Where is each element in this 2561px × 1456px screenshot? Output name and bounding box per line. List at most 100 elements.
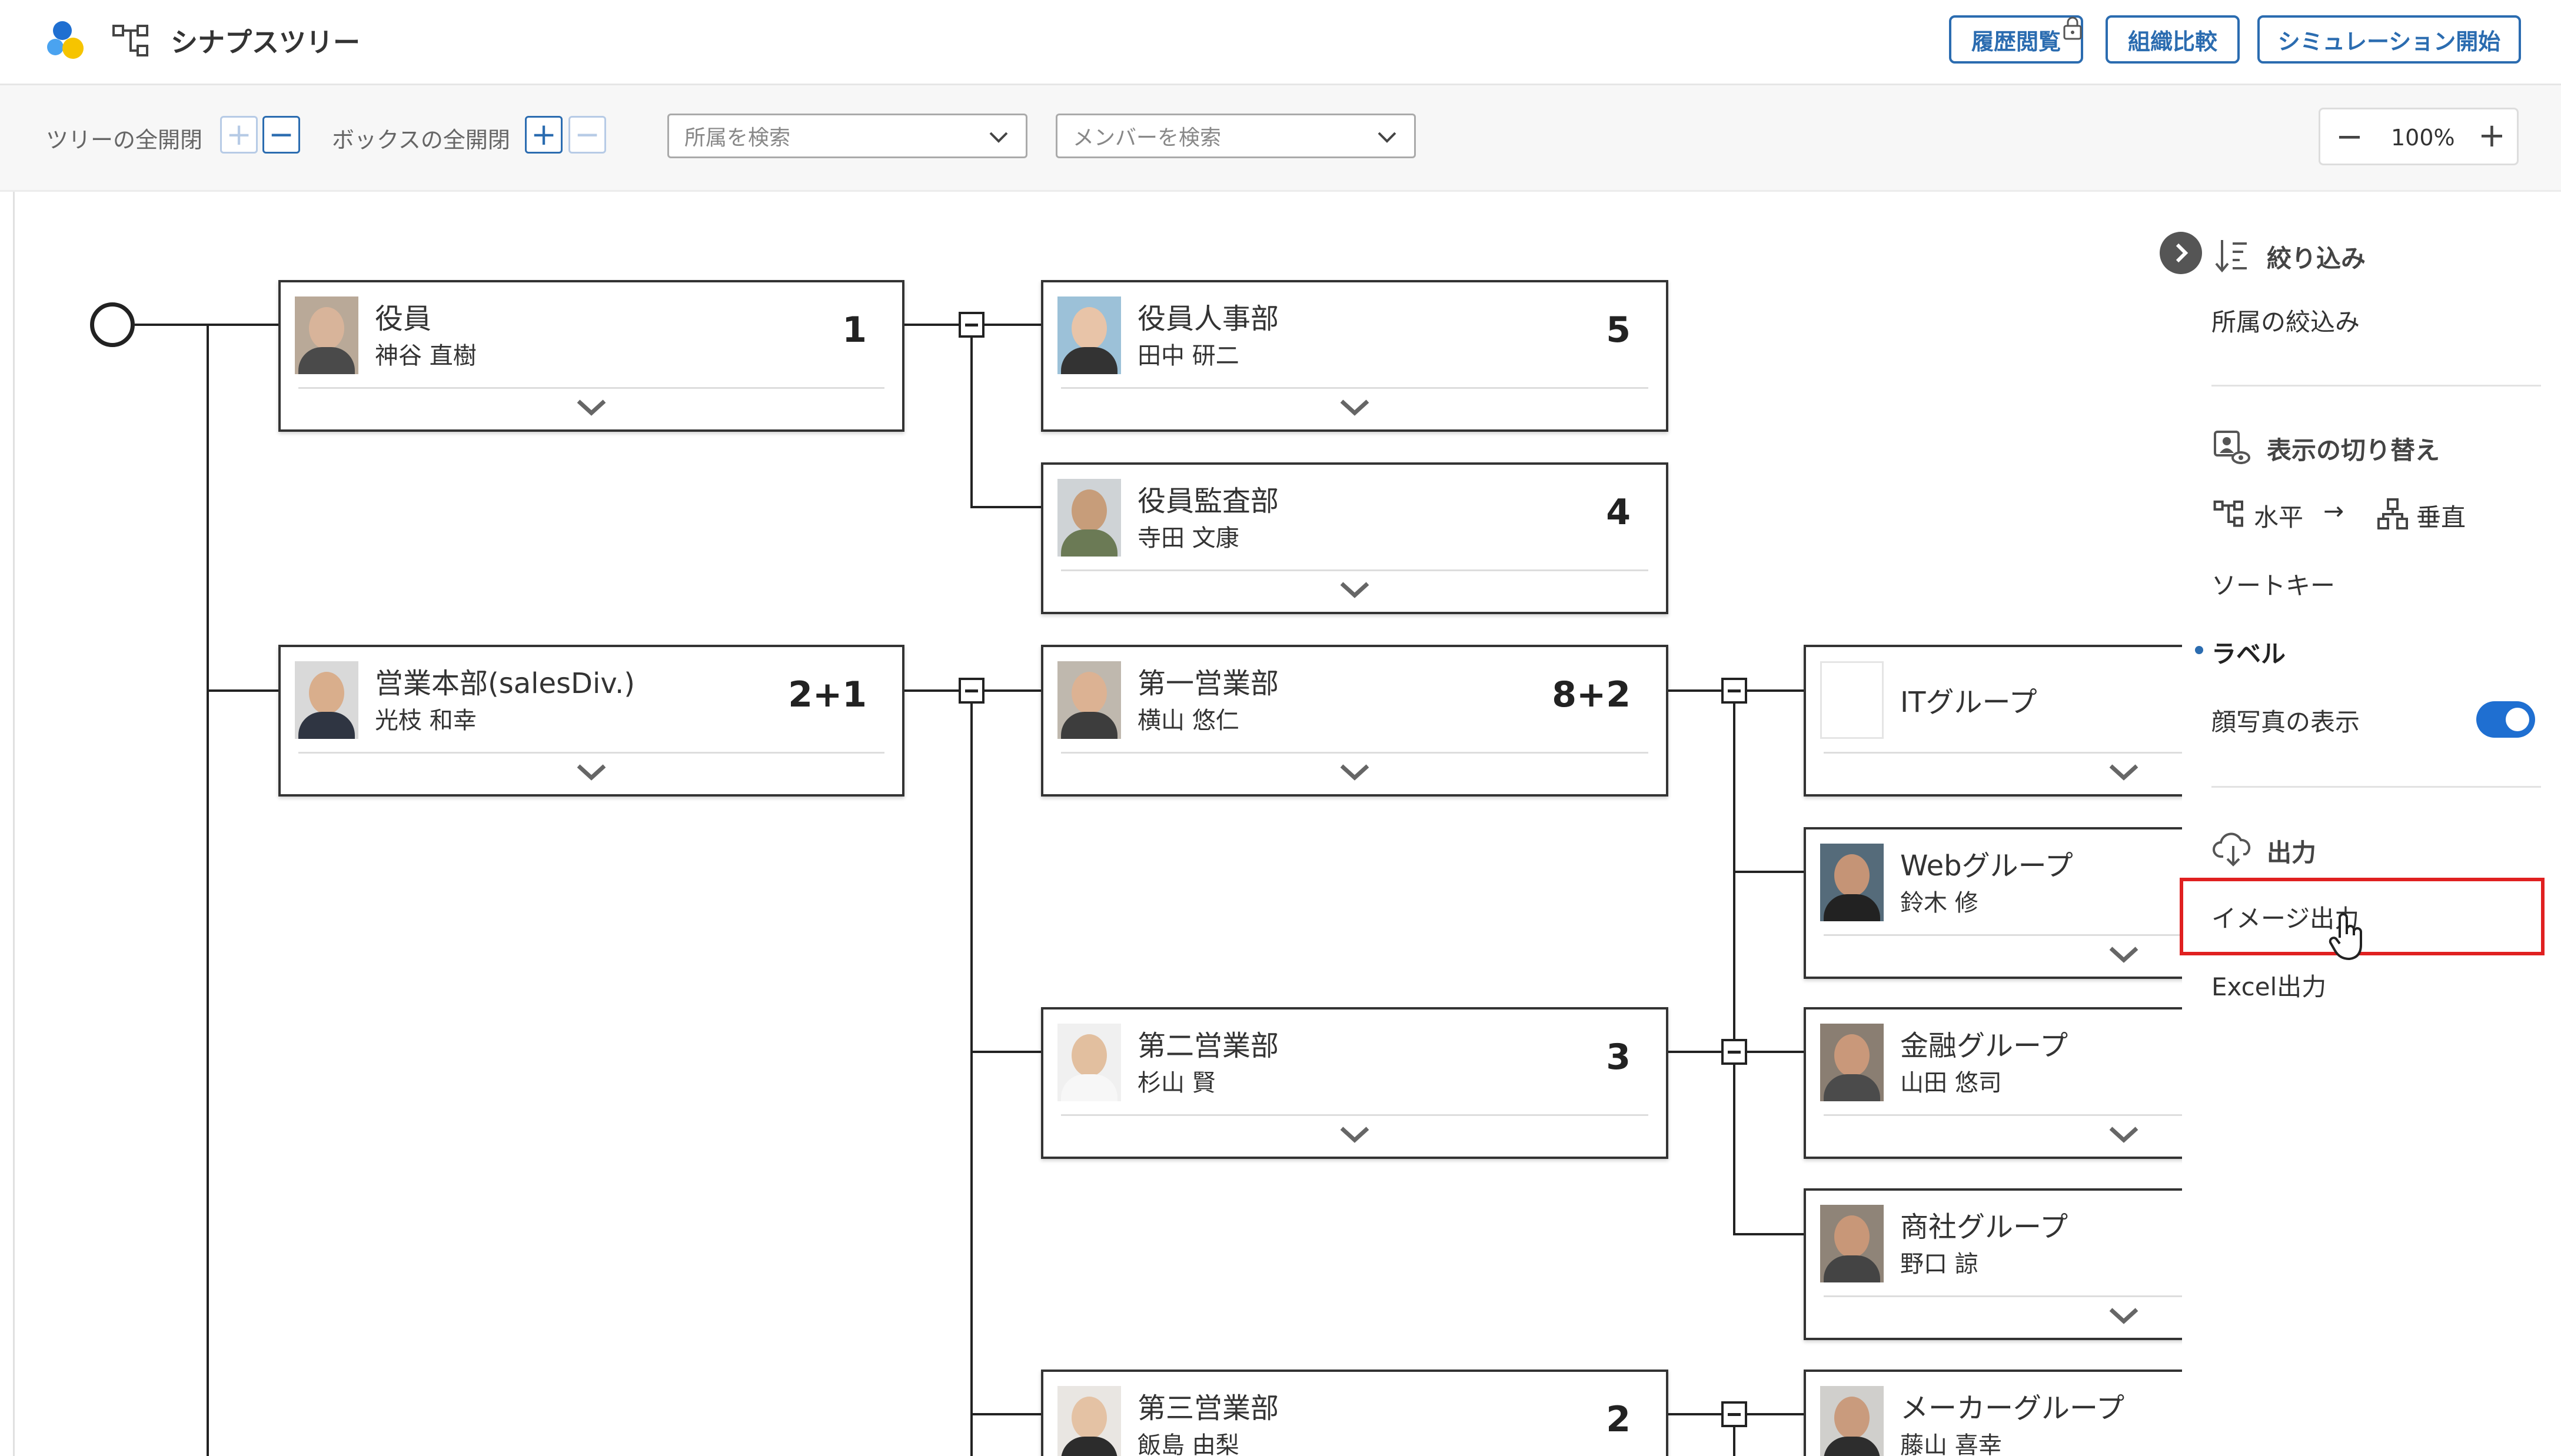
node-title: 第一営業部	[1138, 667, 1279, 700]
image-output-highlight	[2180, 878, 2545, 955]
image-output-item[interactable]: イメージ出力	[2211, 904, 2360, 933]
member-photo	[1820, 844, 1884, 921]
node-person: 神谷 直樹	[375, 342, 477, 369]
chevron-down-icon[interactable]	[1338, 762, 1371, 781]
divider	[1824, 1114, 2207, 1116]
member-photo	[1057, 1386, 1121, 1456]
org-node-dai2[interactable]: 第二営業部 杉山 賢 3	[1041, 1007, 1668, 1159]
node-title: 営業本部(salesDiv.)	[375, 667, 635, 700]
divider	[2211, 786, 2541, 788]
history-button[interactable]: 履歴閲覧	[1949, 15, 2083, 64]
tree-expand-label: ツリーの全開閉	[46, 127, 203, 153]
node-count: 3	[1606, 1037, 1631, 1078]
chevron-down-icon[interactable]	[2107, 945, 2140, 964]
label-item[interactable]: ラベル	[2211, 639, 2286, 668]
divider	[1061, 1114, 1648, 1116]
node-title: 商社グループ	[1900, 1211, 2068, 1244]
member-photo	[295, 296, 358, 374]
member-photo-empty	[1820, 661, 1884, 739]
connector	[207, 324, 209, 1456]
face-photo-toggle[interactable]	[2476, 701, 2535, 738]
root-node[interactable]	[90, 302, 135, 347]
member-photo	[1057, 479, 1121, 557]
collapse-toggle[interactable]	[1721, 1401, 1747, 1427]
collapse-toggle[interactable]	[1721, 678, 1747, 704]
chevron-down-icon[interactable]	[1338, 1125, 1371, 1144]
org-node-web[interactable]: Webグループ 鈴木 修	[1804, 827, 2227, 979]
collapse-toggle[interactable]	[1721, 1039, 1747, 1065]
member-photo	[1820, 1024, 1884, 1101]
org-node-it[interactable]: ITグループ	[1804, 645, 2227, 797]
node-person: 横山 悠仁	[1138, 707, 1239, 734]
simulation-start-button[interactable]: シミュレーション開始	[2257, 15, 2521, 64]
box-expand-all-button[interactable]: +	[525, 116, 563, 154]
chevron-down-icon[interactable]	[2107, 1125, 2140, 1144]
chevron-down-icon[interactable]	[1338, 580, 1371, 599]
divider	[298, 387, 884, 389]
chevron-down-icon[interactable]	[2107, 1306, 2140, 1325]
panel-collapse-button[interactable]	[2160, 232, 2202, 274]
box-collapse-all-button[interactable]: −	[568, 116, 606, 154]
org-node-maker[interactable]: メーカーグループ 藤山 喜幸	[1804, 1370, 2227, 1456]
zoom-in-button[interactable]: +	[2478, 116, 2506, 155]
chevron-down-icon[interactable]	[1338, 398, 1371, 417]
tree-collapse-all-button[interactable]: −	[262, 116, 300, 154]
vertical-option[interactable]: 垂直	[2416, 503, 2466, 532]
app-header: シナプスツリー 履歴閲覧 組織比較 シミュレーション開始	[0, 0, 2561, 85]
node-title: メーカーグループ	[1900, 1392, 2125, 1425]
org-node-kansa[interactable]: 役員監査部 寺田 文康 4	[1041, 462, 1668, 614]
node-person: 野口 諒	[1900, 1251, 1978, 1278]
output-heading: 出力	[2267, 838, 2317, 867]
node-count: 2+1	[788, 674, 867, 715]
org-node-kinyu[interactable]: 金融グループ 山田 悠司	[1804, 1007, 2227, 1159]
tree-vertical-icon	[2377, 498, 2408, 529]
node-title: 第三営業部	[1138, 1392, 1279, 1425]
excel-output-item[interactable]: Excel出力	[2211, 972, 2327, 1001]
node-count: 4	[1606, 492, 1631, 533]
display-switch-icon	[2214, 431, 2250, 464]
dept-filter-item[interactable]: 所属の絞込み	[2211, 308, 2360, 336]
connector	[1733, 689, 1735, 1064]
org-node-yakuin[interactable]: 役員 神谷 直樹 1	[278, 280, 904, 432]
org-node-jinji[interactable]: 役員人事部 田中 研二 5	[1041, 280, 1668, 432]
horizontal-option[interactable]: 水平	[2254, 503, 2304, 532]
active-indicator-dot	[2195, 646, 2203, 654]
tree-expand-all-button[interactable]: +	[220, 116, 258, 154]
node-title: 第二営業部	[1138, 1029, 1279, 1062]
compare-button[interactable]: 組織比較	[2106, 15, 2240, 64]
dept-search-select[interactable]: 所属を検索	[667, 114, 1027, 158]
node-title: ITグループ	[1900, 686, 2037, 719]
sort-key-item[interactable]: ソートキー	[2211, 571, 2336, 600]
chevron-down-icon[interactable]	[575, 762, 608, 781]
tree-horizontal-icon	[112, 25, 148, 56]
node-title: 金融グループ	[1900, 1029, 2068, 1062]
org-node-dai1[interactable]: 第一営業部 横山 悠仁 8+2	[1041, 645, 1668, 797]
divider	[1824, 752, 2207, 754]
cloud-download-icon	[2213, 832, 2251, 867]
chevron-down-icon[interactable]	[575, 398, 608, 417]
side-panel: 絞り込み 所属の絞込み 表示の切り替え 水平 → 垂直 ソートキー ラベル 顔写…	[2160, 192, 2561, 1456]
dept-search-placeholder: 所属を検索	[684, 126, 791, 150]
org-node-eigyo[interactable]: 営業本部(salesDiv.) 光枝 和幸 2+1	[278, 645, 904, 797]
node-count: 2	[1606, 1399, 1631, 1440]
node-title: 役員人事部	[1138, 302, 1279, 335]
node-title: 役員	[375, 302, 432, 335]
filter-sort-icon	[2215, 240, 2247, 273]
app-logo-icon	[47, 21, 84, 59]
org-node-shosha[interactable]: 商社グループ 野口 諒	[1804, 1188, 2227, 1340]
member-search-select[interactable]: メンバーを検索	[1056, 114, 1416, 158]
zoom-level: 100%	[2391, 125, 2455, 151]
member-search-placeholder: メンバーを検索	[1073, 126, 1222, 150]
node-person: 飯島 由梨	[1138, 1432, 1239, 1456]
collapse-toggle[interactable]	[959, 678, 985, 704]
connector	[207, 689, 282, 692]
divider	[1824, 1295, 2207, 1297]
connector	[1733, 871, 1824, 873]
zoom-out-button[interactable]: −	[2336, 118, 2363, 156]
chevron-down-icon[interactable]	[2107, 762, 2140, 781]
org-tree-canvas[interactable]: 役員 神谷 直樹 1 役員人事部 田中 研二 5 役員監査部 寺田 文康 4 営…	[13, 192, 2561, 1456]
member-photo	[1820, 1386, 1884, 1456]
collapse-toggle[interactable]	[959, 312, 985, 338]
member-photo	[1057, 296, 1121, 374]
org-node-dai3[interactable]: 第三営業部 飯島 由梨 2	[1041, 1370, 1668, 1456]
